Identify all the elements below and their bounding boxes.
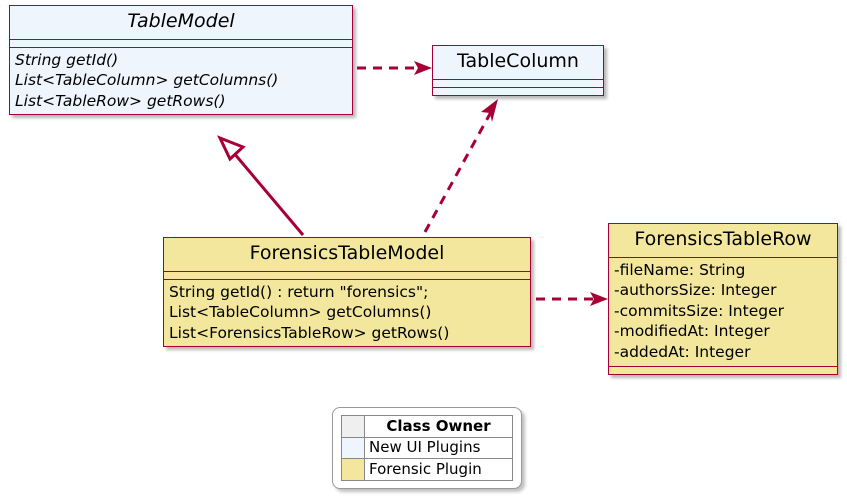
class-attribute: -fileName: String (614, 260, 746, 279)
legend-label-forensic-plugin: Forensic Plugin (364, 458, 513, 481)
class-box-table-model[interactable]: TableModel String getId() List<TableColu… (9, 5, 353, 116)
edge-generalization-forensicsmodel-tablemodel (217, 135, 305, 236)
edge-dependency-forensicsmodel-tablecolumn (423, 99, 498, 233)
legend-header-row: Class Owner (341, 415, 513, 438)
class-methods-forensics-table-row (609, 366, 837, 374)
legend-class-owner: Class Owner New UI Plugins Forensic Plug… (332, 407, 522, 489)
class-box-forensics-table-model[interactable]: ForensicsTableModel String getId() : ret… (163, 237, 531, 348)
class-methods-forensics-table-model: String getId() : return "forensics"; Lis… (164, 279, 530, 347)
class-box-table-column[interactable]: TableColumn (432, 45, 604, 96)
legend-row: Forensic Plugin (341, 458, 513, 481)
class-methods-table-model: String getId() List<TableColumn> getColu… (10, 47, 352, 115)
edge-dependency-tablemodel-tablecolumn (357, 61, 432, 75)
class-methods-table-column (433, 87, 603, 95)
class-title-table-column: TableColumn (433, 46, 603, 80)
edge-dependency-forensicsmodel-forensicsrow (536, 292, 608, 306)
legend-table: Class Owner New UI Plugins Forensic Plug… (341, 415, 513, 481)
class-attribute: -modifiedAt: Integer (614, 322, 770, 341)
class-attributes-forensics-table-model (164, 271, 530, 280)
legend-swatch-new-ui-plugins (341, 436, 365, 460)
class-attributes-forensics-table-row: -fileName: String -authorsSize: Integer … (609, 257, 837, 367)
class-method: String getId() : return "forensics"; (169, 282, 429, 301)
legend-header-label: Class Owner (364, 415, 513, 438)
class-attribute: -authorsSize: Integer (614, 281, 777, 300)
legend-swatch-forensic-plugin (341, 458, 365, 481)
class-method: String getId() (15, 50, 119, 69)
class-title-forensics-table-row: ForensicsTableRow (609, 224, 837, 258)
class-title-table-model: TableModel (10, 6, 352, 40)
class-method: List<TableColumn> getColumns() (169, 303, 432, 322)
class-attributes-table-model (10, 39, 352, 48)
class-box-forensics-table-row[interactable]: ForensicsTableRow -fileName: String -aut… (608, 223, 838, 375)
class-title-forensics-table-model: ForensicsTableModel (164, 238, 530, 272)
legend-header-swatch (341, 415, 365, 438)
class-attributes-table-column (433, 79, 603, 88)
legend-label-new-ui-plugins: New UI Plugins (364, 436, 513, 460)
class-attribute: -commitsSize: Integer (614, 301, 784, 320)
class-method: List<TableRow> getRows() (15, 91, 226, 110)
class-method: List<ForensicsTableRow> getRows() (169, 323, 450, 342)
legend-row: New UI Plugins (341, 436, 513, 460)
class-attribute: -addedAt: Integer (614, 343, 751, 362)
class-method: List<TableColumn> getColumns() (15, 71, 279, 90)
